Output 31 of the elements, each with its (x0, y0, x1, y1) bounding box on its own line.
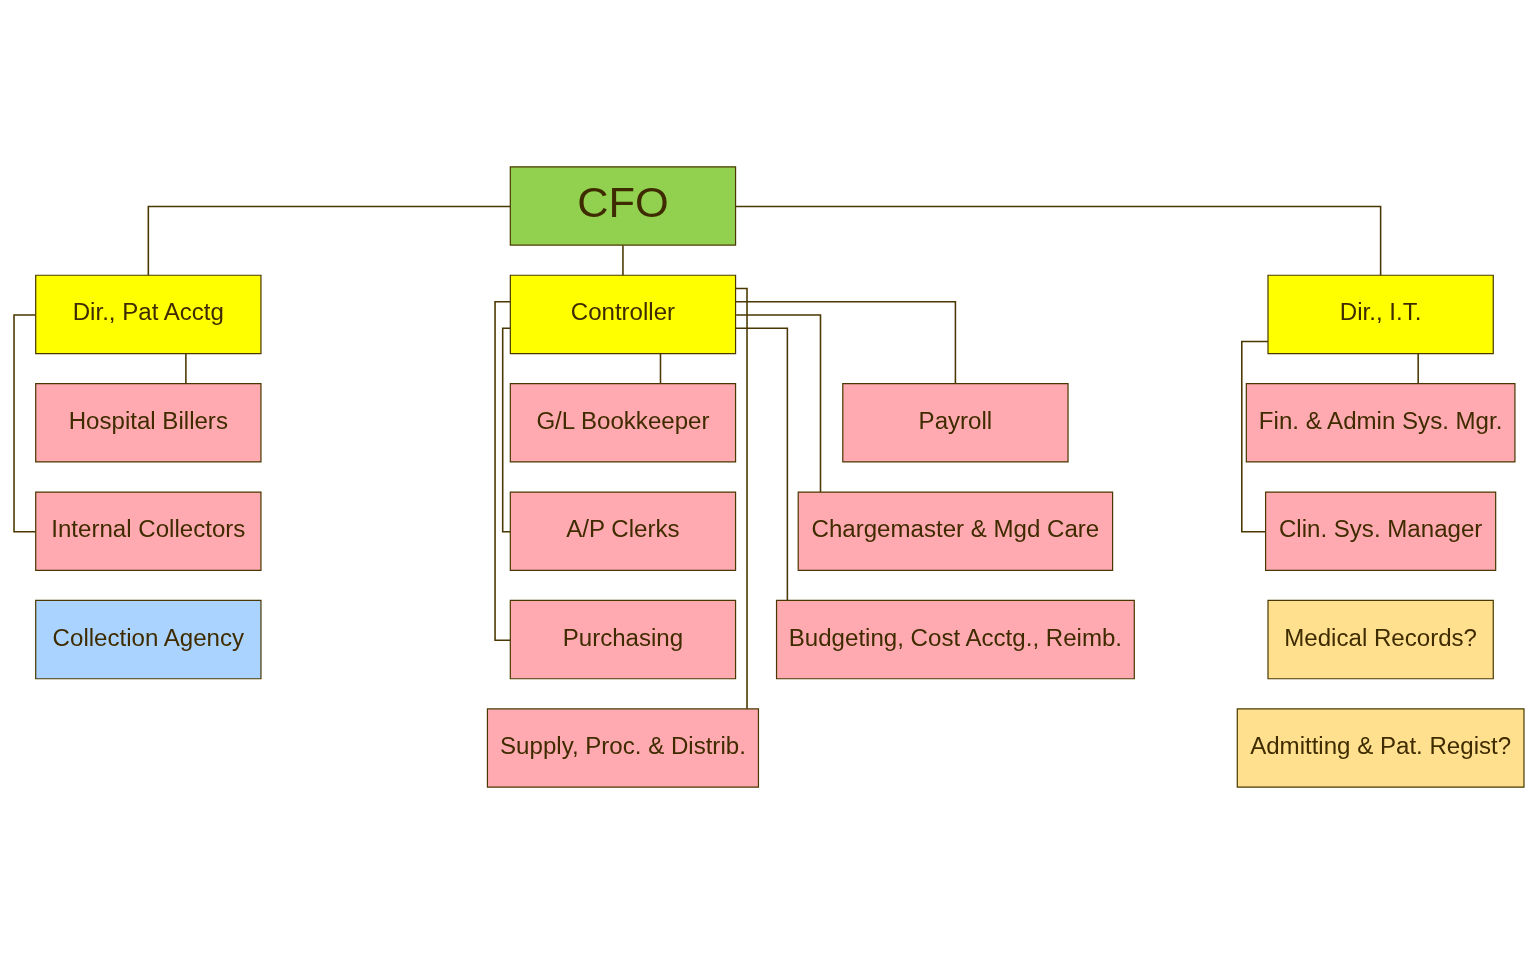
node-box: Budgeting, Cost Acctg., Reimb. (775, 599, 1135, 679)
node-box: Supply, Proc. & Distrib. (486, 707, 760, 788)
node-box: Hospital Billers (35, 382, 262, 463)
connector (1241, 340, 1269, 533)
connector (622, 244, 624, 276)
node-box: G/L Bookkeeper (509, 382, 737, 463)
node-box: Admitting & Pat. Regist? (1236, 707, 1525, 788)
node-box: Fin. & Admin Sys. Mgr. (1245, 382, 1516, 463)
node-box: Clin. Sys. Manager (1265, 490, 1497, 571)
connector (185, 352, 187, 384)
connector (735, 205, 1382, 276)
node-box: A/P Clerks (509, 490, 737, 571)
node-box: Dir., Pat Acctg (35, 274, 262, 354)
connector (735, 326, 789, 601)
connector (1417, 352, 1419, 384)
connector (735, 300, 957, 384)
node-box: Controller (509, 274, 737, 354)
node-box: Payroll (842, 382, 1069, 463)
node-box: Collection Agency (35, 599, 262, 679)
node-box: Dir., I.T. (1267, 274, 1494, 354)
connector (735, 287, 748, 710)
connector (494, 300, 511, 641)
connector (735, 313, 822, 493)
connector (501, 326, 511, 533)
node-box: Medical Records? (1267, 599, 1494, 679)
connector (147, 205, 511, 276)
node-box: Chargemaster & Mgd Care (797, 490, 1114, 571)
connector (659, 352, 662, 384)
node-box: CFO (509, 165, 737, 246)
node-box: Purchasing (509, 599, 737, 679)
node-box: Internal Collectors (35, 490, 262, 571)
